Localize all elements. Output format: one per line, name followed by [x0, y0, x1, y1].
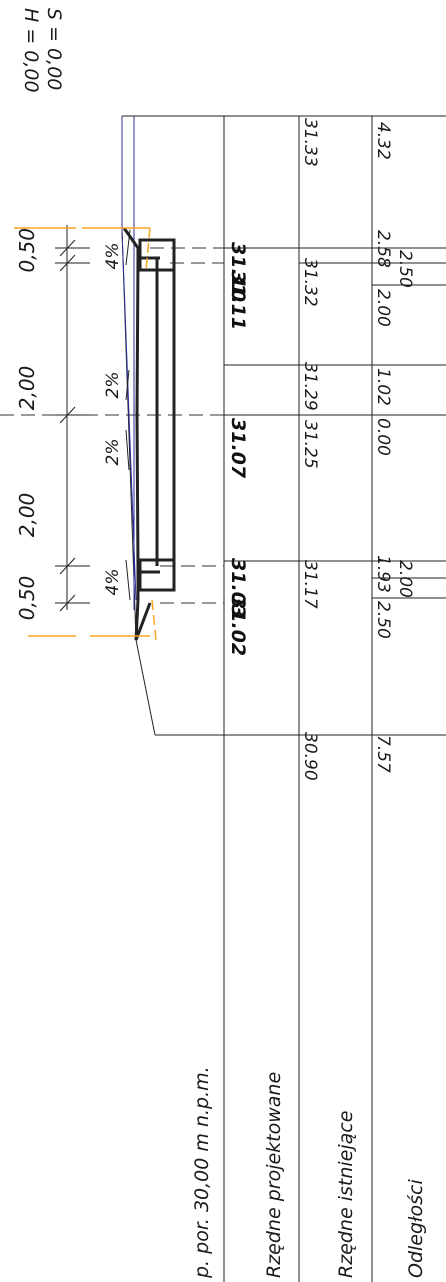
s-label: S = 0,00 [43, 8, 65, 90]
dim-200-bottom: 2,00 [15, 493, 39, 538]
label-reference-level: p. por. 30,00 m n.p.m. [191, 1066, 213, 1279]
existing-level-1: 31.33 [300, 118, 320, 167]
distance-3: 2.50 [395, 250, 415, 288]
slope-4-bottom: 4% [103, 569, 123, 596]
slope-labels: 4% 2% 2% 4% [103, 229, 131, 601]
slope-2-bottom: 2% [103, 439, 123, 466]
dim-200-top: 2,00 [15, 366, 39, 411]
distance-2: 2.58 [373, 230, 393, 268]
design-level-1: 31.10 [227, 242, 249, 302]
distance-10: 7.57 [373, 735, 393, 773]
design-level-3: 31.07 [227, 418, 249, 479]
distance-6: 0.00 [373, 418, 393, 456]
row-labels: p. por. 30,00 m n.p.m. Rzędne projektowa… [191, 1066, 427, 1279]
dim-050-bottom: 0,50 [15, 576, 39, 621]
existing-levels: 31.33 31.32 31.29 31.25 31.17 30.90 [300, 118, 320, 781]
existing-level-3: 31.29 [300, 362, 320, 411]
distance-8: 2.00 [395, 560, 415, 598]
road-section [14, 116, 176, 736]
distance-7: 1.93 [373, 555, 393, 593]
distance-1: 4.32 [373, 122, 393, 160]
existing-level-6: 30.90 [300, 732, 320, 781]
existing-level-4: 31.25 [300, 420, 320, 469]
slope-4-top: 4% [103, 243, 123, 270]
distances: 4.32 2.58 2.50 2.00 1.02 0.00 1.93 2.00 … [373, 122, 415, 773]
label-existing-levels: Rzędne istniejące [335, 1111, 357, 1278]
label-distances: Odległości [405, 1179, 427, 1278]
h-label: H = 0,00 [20, 8, 42, 93]
label-design-levels: Rzędne projektowane [263, 1072, 285, 1278]
dimension-chain: 0,50 2,00 2,00 0,50 [15, 225, 90, 620]
distance-5: 1.02 [373, 368, 393, 406]
design-level-4: 31.03 [227, 558, 249, 618]
distance-4: 2.00 [373, 289, 393, 327]
design-level-2: 31.11 [227, 270, 249, 330]
existing-level-2: 31.32 [300, 258, 320, 307]
header-values: H = 0,00 S = 0,00 [20, 8, 65, 93]
distance-9: 2.50 [373, 601, 393, 639]
existing-level-5: 31.17 [300, 560, 320, 609]
slope-2-top: 2% [103, 372, 123, 399]
design-levels: 31.10 31.11 31.07 31.03 31.02 [227, 242, 249, 656]
design-level-5: 31.02 [227, 596, 249, 656]
dim-050-top: 0,50 [15, 228, 39, 273]
